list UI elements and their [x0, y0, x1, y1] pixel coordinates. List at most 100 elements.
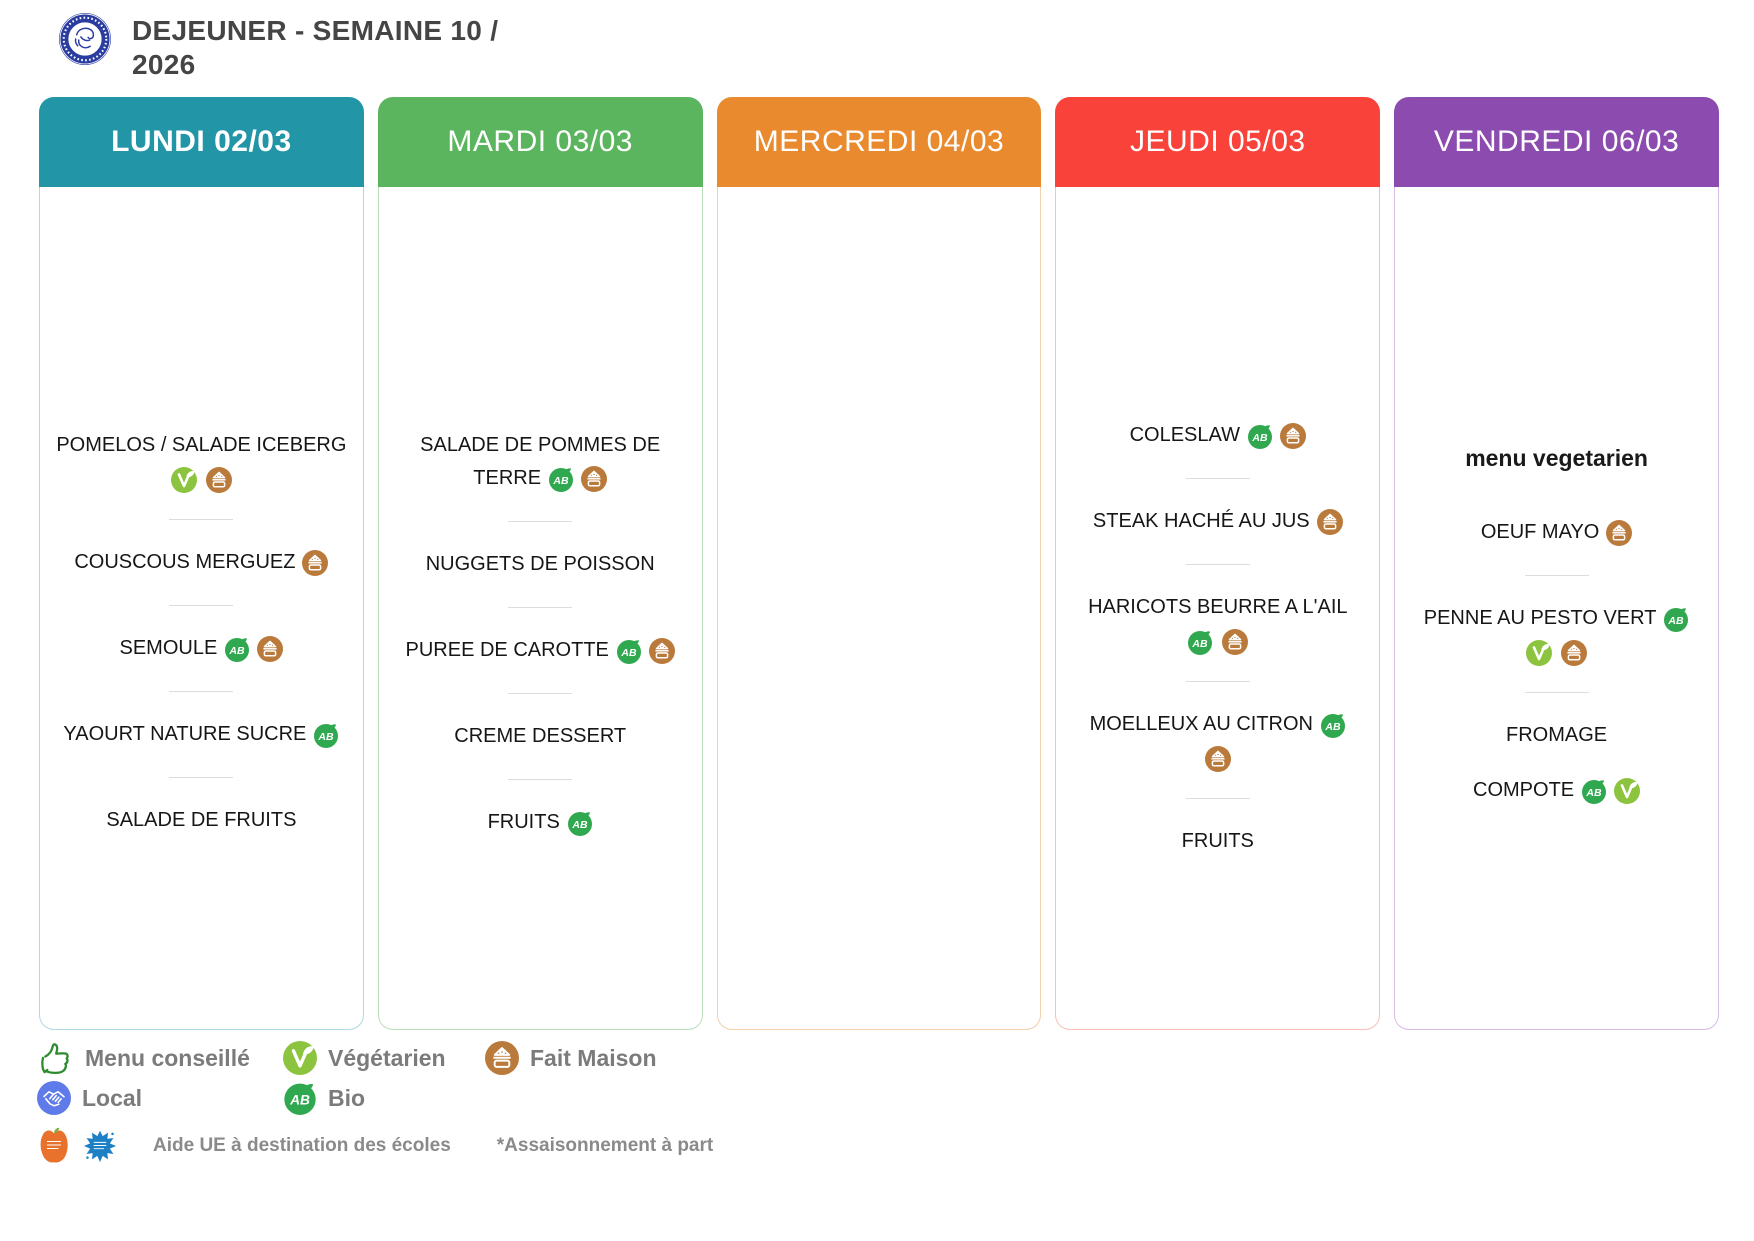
menu-item-label: FRUITS	[487, 811, 560, 833]
legend-local: Local	[37, 1081, 283, 1115]
local-icon	[37, 1081, 71, 1115]
svg-text:AB: AB	[1192, 638, 1209, 650]
fait-maison-icon	[1606, 519, 1633, 546]
menu-item-label: SALADE DE FRUITS	[106, 809, 297, 831]
legend-fait-maison: Fait Maison	[485, 1041, 657, 1075]
item-divider	[1524, 575, 1589, 576]
menu-item: NUGGETS DE POISSON	[379, 548, 702, 581]
menu-item-label: MOELLEUX AU CITRON	[1089, 713, 1313, 735]
fait-maison-icon	[581, 465, 608, 492]
menu-item-label: STEAK HACHÉ AU JUS	[1092, 510, 1310, 532]
fait-maison-icon	[257, 635, 284, 662]
svg-text:AB: AB	[553, 475, 570, 487]
menu-item-label: SALADE DE POMMES DE TERRE	[420, 434, 661, 489]
day-header: MARDI 03/03	[377, 97, 703, 187]
menu-item-label: YAOURT NATURE SUCRE	[63, 723, 307, 745]
bio-icon: AB	[616, 638, 642, 664]
bio-icon: AB	[1581, 778, 1607, 804]
fait-maison-icon	[1316, 508, 1343, 535]
svg-text:AB: AB	[289, 1093, 310, 1108]
legend-label-menu-conseille: Menu conseillé	[85, 1044, 250, 1071]
menu-item-label: SEMOULE	[119, 637, 218, 659]
item-divider	[508, 607, 573, 608]
menu-item: FROMAGE	[1395, 719, 1718, 752]
day-header: VENDREDI 06/03	[1394, 97, 1719, 187]
menu-item-label: PUREE DE CAROTTE	[405, 639, 609, 661]
svg-text:AB: AB	[571, 819, 588, 831]
fait-maison-icon	[1204, 746, 1231, 772]
bio-icon: AB	[1187, 629, 1213, 655]
menu-conseille-icon	[37, 1040, 74, 1077]
menu-item-label: PENNE AU PESTO VERT	[1423, 607, 1657, 629]
fait-maison-icon	[648, 637, 675, 664]
day-header: MERCREDI 04/03	[716, 97, 1042, 187]
day-column-3: MERCREDI 04/03	[716, 97, 1042, 1030]
day-body: POMELOS / SALADE ICEBERG COUSCOUS MERGUEZ…	[39, 187, 364, 1030]
item-divider	[508, 693, 573, 694]
legend-vegetarien: Végétarien	[283, 1041, 485, 1075]
bio-icon: AB	[567, 810, 593, 836]
menu-item: POMELOS / SALADE ICEBERG	[40, 429, 363, 493]
bio-icon: AB	[1663, 606, 1689, 632]
svg-text:AB: AB	[620, 647, 637, 659]
legend-label-assaisonnement: *Assaisonnement à part	[496, 1135, 714, 1156]
fait-maison-icon	[1279, 422, 1306, 449]
svg-text:AB: AB	[318, 731, 335, 743]
legend: Menu conseillé Végétarien Fait Maison Lo…	[37, 1038, 713, 1168]
menu-item: OEUF MAYO	[1395, 516, 1718, 549]
menu-item: COUSCOUS MERGUEZ	[40, 546, 363, 579]
day-header: JEUDI 05/03	[1055, 97, 1381, 187]
fruits-ecole-icon	[37, 1127, 71, 1165]
legend-row-1: Menu conseillé Végétarien Fait Maison	[37, 1038, 713, 1078]
day-body	[716, 187, 1042, 1030]
svg-text:AB: AB	[1668, 615, 1685, 627]
item-divider	[1185, 564, 1250, 565]
legend-row-2: Local AB Bio	[37, 1078, 713, 1118]
vegetarien-icon	[1614, 777, 1641, 804]
fait-maison-icon	[205, 467, 232, 493]
svg-text:AB: AB	[1324, 721, 1341, 733]
menu-item: YAOURT NATURE SUCRE AB	[40, 718, 363, 751]
item-divider	[508, 779, 573, 780]
menu-item-label: FROMAGE	[1506, 724, 1608, 746]
fait-maison-icon	[485, 1041, 519, 1075]
legend-label-local: Local	[82, 1084, 143, 1111]
item-divider	[169, 605, 234, 606]
legend-bio: AB Bio	[283, 1081, 485, 1115]
menu-note: menu vegetarien	[1465, 445, 1648, 471]
bio-icon: AB	[1247, 423, 1273, 449]
menu-item: HARICOTS BEURRE A L'AIL AB	[1056, 591, 1379, 655]
menu-item-label: HARICOTS BEURRE A L'AIL	[1088, 596, 1348, 618]
menu-item: FRUITS	[1056, 825, 1379, 858]
legend-label-bio: Bio	[328, 1084, 366, 1111]
fait-maison-icon	[302, 549, 329, 576]
vegetarien-icon	[170, 467, 197, 493]
menu-item: PUREE DE CAROTTE AB	[379, 634, 702, 667]
legend-label-fait-maison: Fait Maison	[530, 1044, 657, 1071]
menu-item: SALADE DE FRUITS	[40, 804, 363, 837]
menu-item-label: COUSCOUS MERGUEZ	[74, 551, 296, 573]
menu-item: CREME DESSERT	[379, 720, 702, 753]
item-divider	[1524, 692, 1589, 693]
bio-icon: AB	[548, 466, 574, 492]
fait-maison-icon	[1561, 640, 1588, 666]
svg-text:AB: AB	[1586, 787, 1603, 799]
page-title: DEJEUNER - SEMAINE 10 / 2026	[132, 15, 499, 80]
item-divider	[508, 521, 573, 522]
menu-item-label: CREME DESSERT	[454, 725, 627, 747]
bio-icon: AB	[313, 722, 339, 748]
svg-text:AB: AB	[1251, 432, 1268, 444]
bio-icon: AB	[1320, 712, 1346, 738]
item-divider	[169, 519, 234, 520]
legend-label-vegetarien: Végétarien	[328, 1044, 446, 1071]
